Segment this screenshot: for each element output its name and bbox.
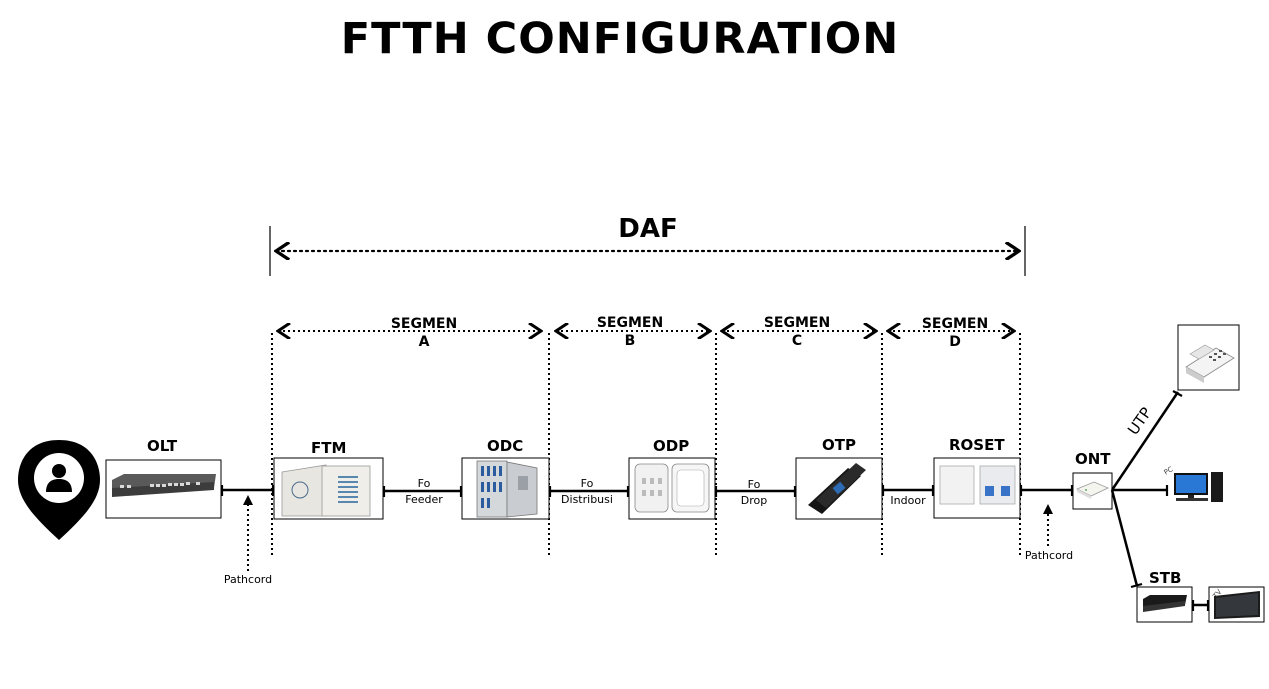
odc-label: ODC bbox=[487, 437, 524, 455]
user-icon bbox=[46, 464, 72, 492]
segment-d-label: SEGMEN D bbox=[905, 315, 1005, 351]
segment-c-line2: C bbox=[791, 333, 803, 349]
ftm-label: FTM bbox=[311, 439, 347, 457]
daf-bracket bbox=[269, 226, 1026, 276]
ont-label: ONT bbox=[1075, 450, 1111, 468]
segment-a-label: SEGMEN A bbox=[374, 315, 474, 351]
stb-device-art bbox=[1143, 595, 1187, 612]
pathcord-right-pointer bbox=[1043, 504, 1053, 548]
olt-label: OLT bbox=[147, 437, 178, 455]
roset-label: ROSET bbox=[949, 436, 1005, 454]
odp-device-art bbox=[634, 463, 710, 513]
segment-a-line2: A bbox=[418, 334, 430, 350]
telephone-icon bbox=[1185, 344, 1235, 383]
pathcord-left-pointer bbox=[243, 495, 253, 572]
cable-distribusi-line1: Fo bbox=[580, 477, 594, 490]
otp-device-art bbox=[808, 463, 866, 514]
line-end-ticks bbox=[220, 390, 1210, 611]
segment-a-line1: SEGMEN bbox=[390, 316, 458, 332]
stb-label: STB bbox=[1149, 569, 1182, 587]
arrow-up-icon bbox=[243, 495, 253, 505]
cable-feeder-line1: Fo bbox=[417, 477, 431, 490]
segment-d-line2: D bbox=[949, 334, 961, 350]
connection-lines bbox=[221, 391, 1209, 607]
ont-device-art bbox=[1076, 481, 1109, 499]
pathcord-right-label: Pathcord bbox=[1024, 549, 1074, 562]
olt-device-art bbox=[112, 474, 216, 497]
page-title: FTTH CONFIGURATION bbox=[340, 14, 900, 64]
ftm-device-art bbox=[281, 464, 371, 517]
segment-b-line2: B bbox=[624, 333, 636, 349]
arrow-up-icon bbox=[1043, 504, 1053, 514]
location-pin-icon bbox=[18, 440, 100, 540]
roset-device-art bbox=[939, 465, 1016, 505]
segment-boundaries bbox=[271, 333, 1021, 555]
cable-indoor-label: Indoor bbox=[890, 494, 926, 507]
cable-distribusi-line2: Distribusi bbox=[561, 493, 613, 506]
segment-c-label: SEGMEN C bbox=[747, 314, 847, 350]
segment-c-line1: SEGMEN bbox=[763, 315, 831, 331]
cable-drop-line2: Drop bbox=[740, 494, 768, 507]
daf-label: DAF bbox=[618, 214, 678, 244]
segment-d-line1: SEGMEN bbox=[921, 316, 989, 332]
segment-b-line1: SEGMEN bbox=[596, 315, 664, 331]
segment-b-label: SEGMEN B bbox=[580, 314, 680, 350]
odc-device-art bbox=[476, 460, 538, 518]
otp-label: OTP bbox=[822, 436, 856, 454]
cable-feeder-line2: Feeder bbox=[405, 493, 443, 506]
tv-icon bbox=[1214, 591, 1260, 619]
odp-label: ODP bbox=[653, 437, 690, 455]
pathcord-left-label: Pathcord bbox=[223, 573, 273, 586]
cable-drop-line1: Fo bbox=[747, 478, 761, 491]
pc-icon bbox=[1174, 472, 1223, 502]
